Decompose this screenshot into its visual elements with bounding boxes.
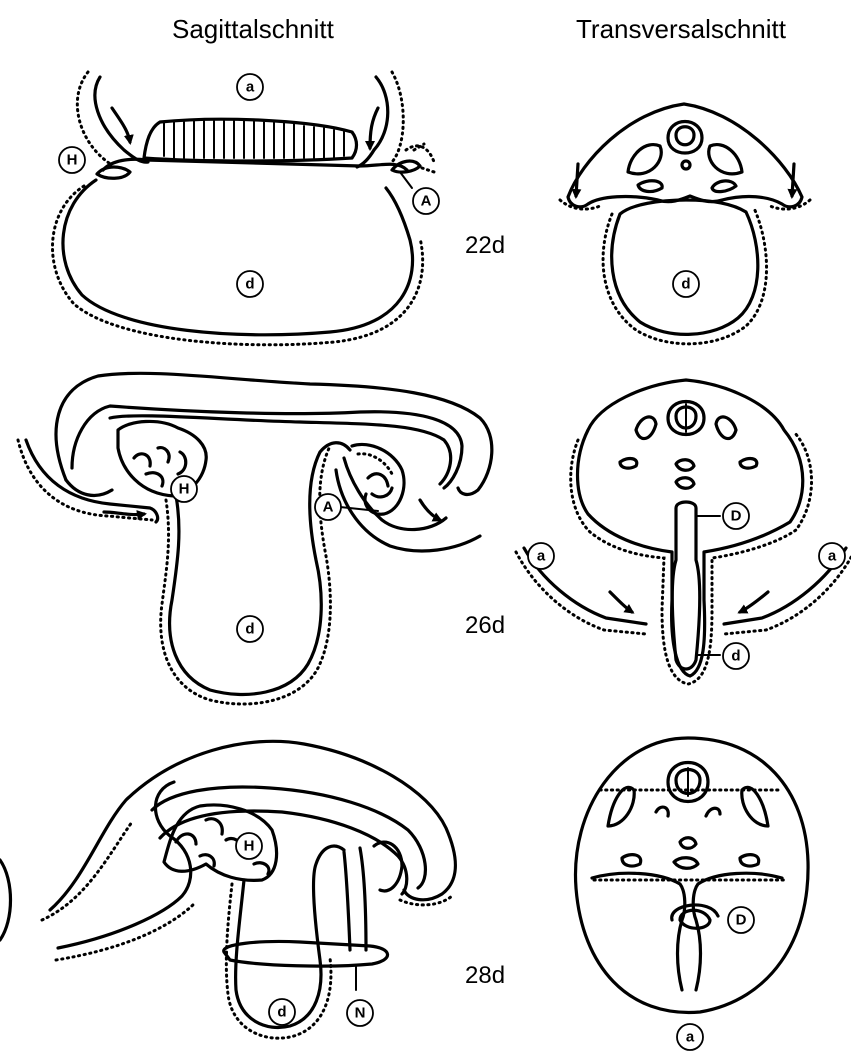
label-a-22d-sagittal: a [237, 74, 263, 100]
label-A-26d-sagittal: A [315, 494, 341, 520]
label-d-26d-sagittal: d [237, 616, 263, 642]
svg-text:d: d [245, 621, 254, 638]
label-N-28d-sagittal: N [347, 1000, 373, 1026]
label-D-28d-transversal: D [728, 907, 754, 933]
label-d-28d-sagittal: d [269, 999, 295, 1025]
label-D-26d-transversal: D [723, 503, 749, 529]
svg-text:a: a [246, 79, 255, 96]
svg-text:N: N [355, 1005, 366, 1022]
label-H-22d-sagittal: H [59, 147, 85, 173]
svg-text:d: d [245, 276, 254, 293]
transversal-28d-drawing [575, 738, 808, 1012]
label-d-22d-sagittal: d [237, 271, 263, 297]
svg-text:d: d [731, 648, 740, 665]
label-H-26d-sagittal: H [171, 476, 197, 502]
svg-text:A: A [421, 193, 432, 210]
svg-text:H: H [179, 481, 190, 498]
label-A-22d-sagittal: A [413, 188, 439, 214]
svg-text:a: a [686, 1029, 695, 1046]
transversal-26d-drawing [516, 380, 851, 684]
svg-text:a: a [537, 548, 546, 565]
label-d-26d-transversal: d [723, 643, 749, 669]
label-a-28d-transversal: a [677, 1024, 703, 1050]
sagittal-26d-drawing [18, 373, 492, 704]
svg-text:d: d [277, 1004, 286, 1021]
label-H-28d-sagittal: H [236, 833, 262, 859]
svg-text:A: A [323, 499, 334, 516]
sagittal-22d-drawing [52, 72, 434, 345]
svg-text:a: a [828, 548, 837, 565]
transversal-22d-drawing [560, 104, 810, 344]
svg-text:D: D [736, 912, 747, 929]
svg-text:d: d [681, 276, 690, 293]
label-a-26d-transversal-left: a [528, 543, 554, 569]
label-d-22d-transversal: d [673, 271, 699, 297]
label-a-26d-transversal-right: a [819, 543, 845, 569]
svg-text:D: D [731, 508, 742, 525]
svg-text:H: H [67, 152, 78, 169]
sagittal-28d-drawing [0, 741, 455, 1038]
svg-text:H: H [244, 838, 255, 855]
